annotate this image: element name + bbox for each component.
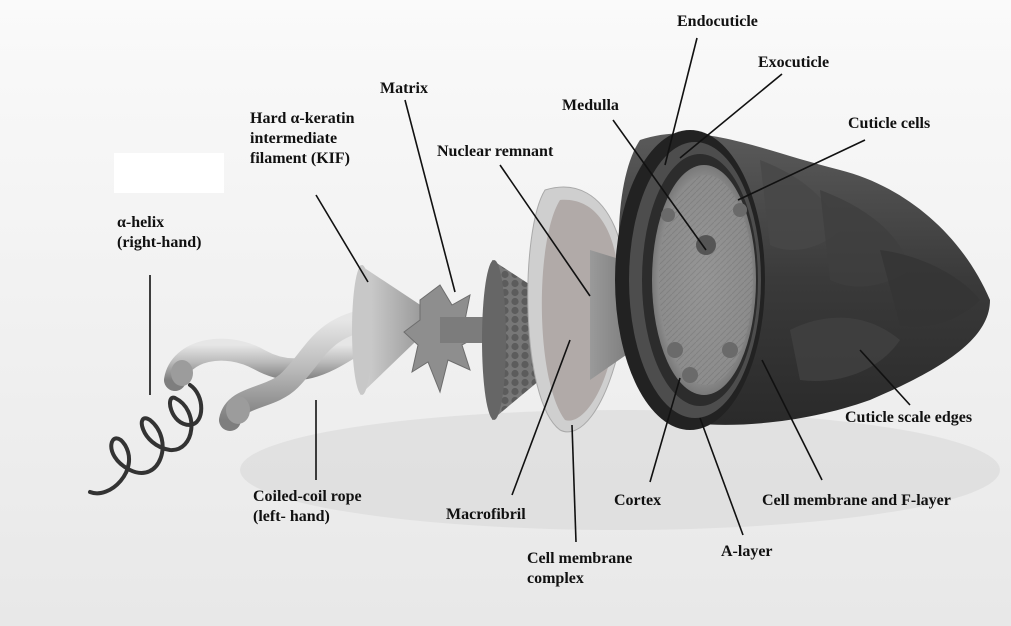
label-exocuticle: Exocuticle	[758, 53, 829, 73]
label-endocuticle: Endocuticle	[677, 12, 758, 32]
blank-white-patch	[114, 153, 224, 193]
label-matrix: Matrix	[380, 79, 428, 99]
label-nuclear-remnant: Nuclear remnant	[437, 142, 553, 162]
label-macrofibril: Macrofibril	[446, 505, 526, 525]
label-kif: Hard α-keratin intermediate filament (KI…	[250, 109, 354, 169]
label-medulla: Medulla	[562, 96, 619, 116]
label-coiled-coil-rope: Coiled-coil rope (left- hand)	[253, 487, 362, 527]
label-alpha-helix: α-helix (right-hand)	[117, 213, 201, 253]
label-a-layer: A-layer	[721, 542, 773, 562]
label-cell-membrane-complex: Cell membrane complex	[527, 549, 632, 589]
label-cuticle-scale-edges: Cuticle scale edges	[845, 408, 972, 428]
label-cell-membrane-f-layer: Cell membrane and F-layer	[762, 491, 951, 511]
label-cuticle-cells: Cuticle cells	[848, 114, 930, 134]
label-cortex: Cortex	[614, 491, 661, 511]
